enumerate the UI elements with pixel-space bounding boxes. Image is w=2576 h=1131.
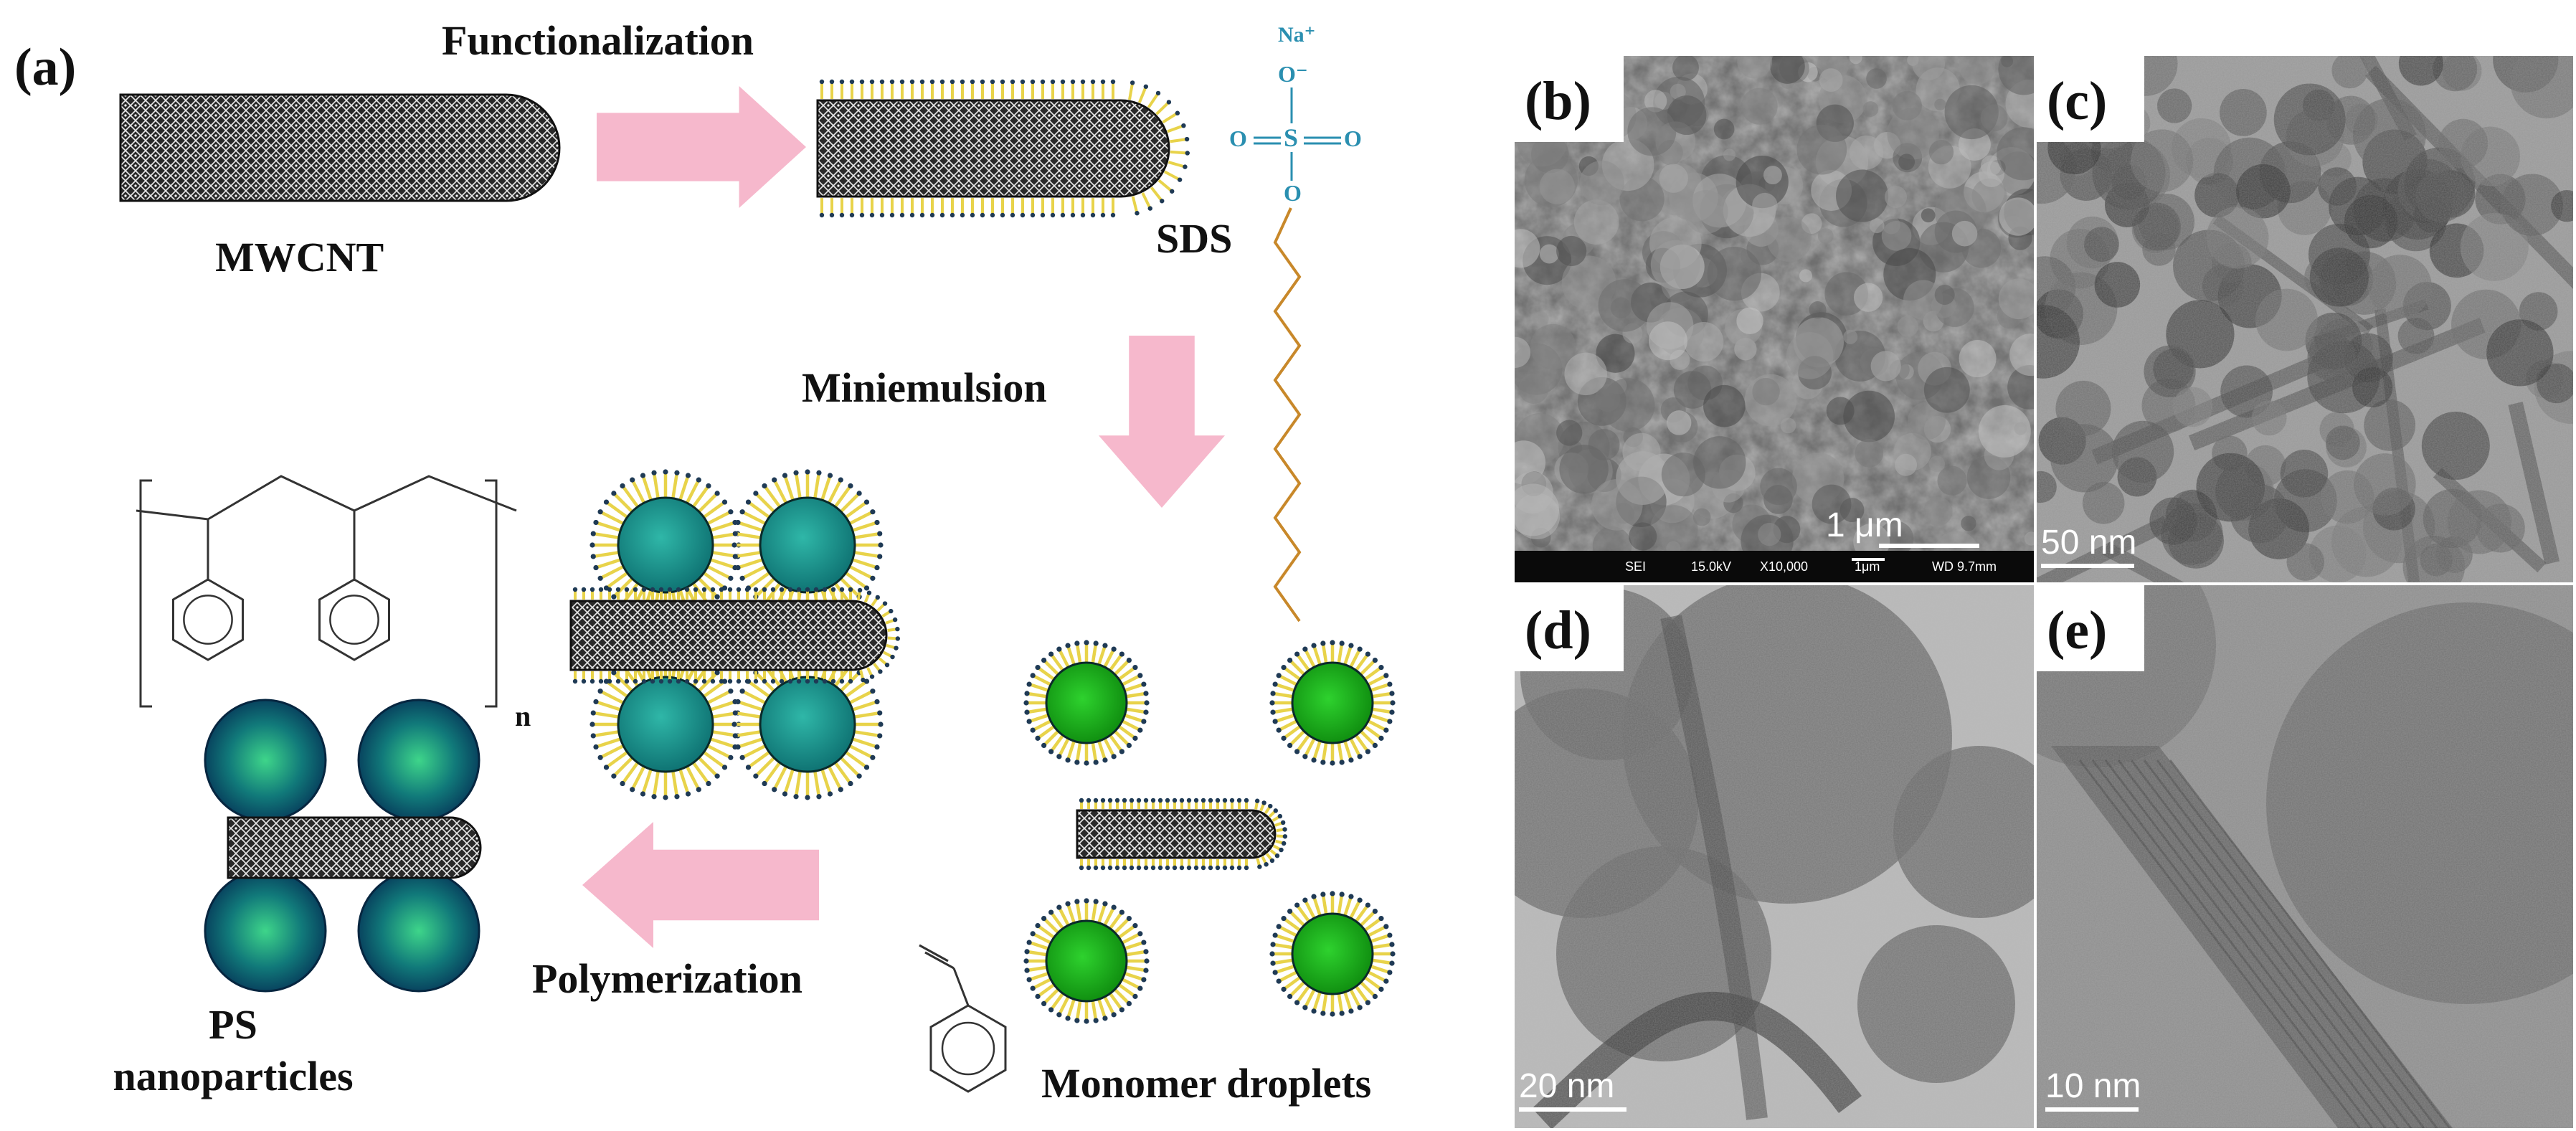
styrene-ring (929, 1004, 1007, 1093)
scale-bar-e (2045, 1107, 2139, 1112)
ps-label-line1: PS (209, 1001, 257, 1048)
mwcnt-label: MWCNT (215, 234, 384, 280)
polymer-bracket-left (139, 479, 152, 708)
micrograph-panels (1515, 56, 2573, 1128)
panel-label-d: (d) (1525, 600, 1591, 661)
scale-label-b: 1 μm (1826, 506, 1903, 544)
ps-nanoparticle (204, 869, 327, 993)
scale-bar-c (2041, 564, 2134, 568)
monomer-droplet (1023, 898, 1150, 1024)
panel-label-a: (a) (14, 38, 76, 97)
panel-label-e-box: (e) (2037, 585, 2144, 671)
sds-coated-tube (816, 99, 1170, 198)
panel-label-b: (b) (1525, 71, 1591, 131)
sem-info-bar (1515, 551, 2034, 582)
sem-info-wd: WD 9.7mm (1932, 559, 1997, 574)
polymerization-arrow (582, 822, 819, 948)
sds-s-label: S (1284, 123, 1298, 152)
polymer-subscript-n: n (515, 700, 531, 732)
monomer-droplet (1269, 640, 1396, 766)
scale-label-e: 10 nm (2045, 1067, 2141, 1105)
sds-molecule (1254, 87, 1341, 623)
sem-info-voltage: 15.0kV (1691, 559, 1731, 574)
polymer-phenyl-ring (172, 578, 244, 661)
sds-o-left-label: O (1229, 126, 1247, 151)
scale-label-c: 50 nm (2041, 524, 2136, 562)
sem-info-mode: SEI (1625, 559, 1646, 574)
polystyrene-structure (136, 475, 517, 708)
sds-o-bottom-label: O (1284, 180, 1302, 206)
scheme-panel (119, 79, 1396, 1093)
panel-label-c: (c) (2047, 71, 2107, 131)
sds-label: SDS (1156, 215, 1232, 262)
polymer-phenyl-ring (318, 578, 390, 661)
tem-micrograph-e (2037, 585, 2573, 1128)
sds-alkyl-chain (1273, 207, 1302, 623)
text-layer: (a) Functionalization MWCNT SDS Miniemul… (14, 17, 2144, 1107)
teal-particle (589, 469, 742, 621)
polymerization-label: Polymerization (532, 955, 802, 1002)
sem-micrograph-b (1515, 56, 2034, 582)
tem-micrograph-d (1515, 585, 2034, 1128)
panel-label-b-box: (b) (1515, 56, 1624, 142)
functionalization-label: Functionalization (442, 17, 754, 64)
styrene-monomer (919, 944, 1007, 1093)
scale-bar-b (1879, 544, 1979, 548)
surfactant-coat (572, 587, 901, 684)
sds-o-minus-label: O⁻ (1278, 61, 1308, 87)
polymer-backbone (136, 475, 517, 521)
teal-particle (589, 648, 742, 800)
surfactant-coat (1079, 798, 1288, 871)
scale-bar-d (1519, 1107, 1626, 1112)
polymer-bracket-right (485, 479, 498, 708)
ps-nanoparticle (204, 699, 327, 822)
sds-o-right-label: O (1344, 126, 1362, 151)
monomer-droplets-label: Monomer droplets (1041, 1060, 1371, 1107)
monomer-droplet (1023, 640, 1150, 766)
ps-nanoparticle (357, 869, 480, 993)
small-coated-tube (1076, 809, 1277, 859)
ps-nanoparticle-assembly (204, 699, 482, 993)
panel-label-c-box: (c) (2037, 56, 2144, 142)
sem-info-mag: X10,000 (1760, 559, 1808, 574)
sds-na-label: Na⁺ (1278, 23, 1316, 47)
sem-info-bar: 1μm (1855, 559, 1880, 574)
ps-label-line2: nanoparticles (113, 1053, 353, 1099)
panel-label-e: (e) (2047, 600, 2107, 661)
mwcnt-tube (119, 93, 561, 202)
ps-nanoparticle (357, 699, 480, 822)
surfactant-coat (819, 79, 1190, 218)
panel-label-d-box: (d) (1515, 585, 1624, 671)
miniemulsion-label: Miniemulsion (802, 364, 1047, 411)
ps-tube (227, 816, 482, 879)
cluster-tube (569, 600, 888, 671)
monomer-droplet (1269, 891, 1396, 1017)
scale-label-d: 20 nm (1519, 1067, 1614, 1105)
functionalization-arrow (597, 86, 806, 208)
miniemulsion-arrow (1099, 336, 1225, 508)
